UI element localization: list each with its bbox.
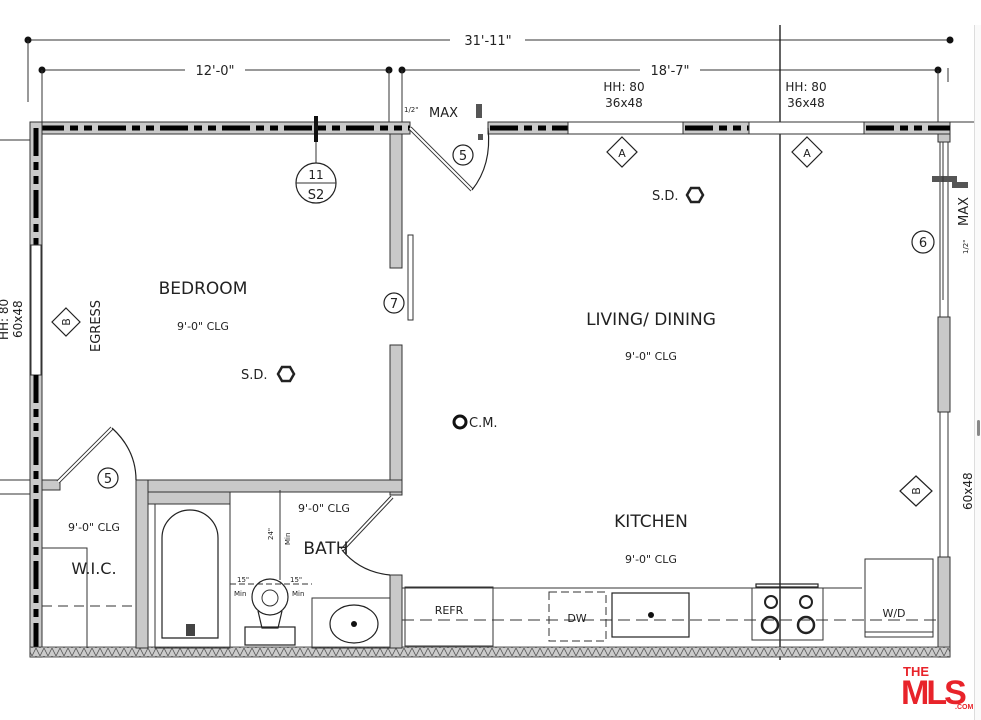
kitchen-sink — [611, 592, 690, 638]
ceiling-kitchen: 9'-0" CLG — [625, 553, 677, 566]
clearance-min-right: Min — [292, 590, 304, 598]
washer-dryer: W/D — [864, 558, 934, 638]
toilet: 24" Min 15" Min 15" Min — [230, 490, 312, 646]
window-a1: HH: 80 36x48 A — [603, 80, 645, 168]
window-head-height: HH: 80 — [0, 299, 11, 340]
threshold-max-label: MAX — [429, 106, 458, 121]
window-tag: B — [60, 318, 73, 326]
door-wic: 5 — [56, 426, 137, 489]
living-width-label: 18'-7" — [650, 64, 689, 79]
dimension-overall: 31'-11" — [24, 34, 954, 102]
washer-dryer-label: W/D — [882, 607, 905, 620]
door-tag-entry: 5 — [459, 149, 467, 164]
refrigerator: REFR — [404, 586, 494, 647]
door-entry: MAX 1/2" 5 — [404, 104, 490, 192]
threshold-fraction-label: 1/2" — [404, 106, 419, 114]
door-tag-side: 6 — [919, 236, 927, 251]
bathtub — [154, 503, 231, 649]
svg-text:MLS: MLS — [901, 674, 966, 712]
clearance-front-label: 24" — [267, 528, 275, 540]
clearance-min-label: Min — [284, 533, 292, 545]
smoke-detector-bedroom: S.D. — [241, 365, 296, 383]
door-tag-closet: 7 — [390, 297, 398, 312]
room-label-living: LIVING/ DINING — [586, 310, 716, 330]
window-tag: A — [618, 147, 626, 160]
dishwasher-label: DW — [567, 612, 586, 625]
room-label-wic: W.I.C. — [71, 559, 116, 578]
door-side: 6 MAX 1/2" — [911, 142, 972, 300]
overall-width-label: 31'-11" — [464, 34, 511, 49]
door-bath — [340, 495, 394, 576]
bath-sink — [311, 597, 391, 649]
dishwasher: DW — [548, 591, 607, 642]
door-closet-tag: 7 — [383, 292, 405, 314]
section-marker: 11 S2 — [295, 116, 337, 204]
interior-walls — [0, 133, 414, 649]
svg-text:.COM: .COM — [955, 704, 973, 711]
ceiling-bath: 9'-0" CLG — [298, 502, 350, 515]
window-tag: B — [910, 487, 923, 495]
smoke-detector-label: S.D. — [652, 189, 679, 204]
window-size: 60x48 — [961, 472, 975, 510]
ceiling-wic: 9'-0" CLG — [68, 521, 120, 534]
window-tag: A — [803, 147, 811, 160]
window-b-left: HH: 80 60x48 B EGRESS — [0, 299, 104, 352]
room-label-bath: BATH — [303, 539, 348, 559]
section-number: 11 — [308, 168, 323, 182]
smoke-detector-label: S.D. — [241, 368, 268, 383]
co-monitor-label: C.M. — [469, 416, 498, 431]
window-size: 60x48 — [11, 300, 25, 338]
exterior-walls — [29, 121, 951, 658]
section-sheet: S2 — [308, 188, 325, 203]
window-head-height: HH: 80 — [603, 80, 644, 94]
window-size: 36x48 — [787, 96, 825, 110]
window-b-right: B 60x48 — [899, 472, 975, 510]
door-tag-wic: 5 — [104, 472, 112, 487]
clearance-min-left: Min — [234, 590, 246, 598]
ceiling-living: 9'-0" CLG — [625, 350, 677, 363]
room-label-kitchen: KITCHEN — [614, 512, 688, 532]
bedroom-width-label: 12'-0" — [195, 64, 234, 79]
mls-logo: THE MLS .COM — [901, 664, 973, 712]
room-label-bedroom: BEDROOM — [159, 279, 248, 299]
range — [751, 583, 824, 641]
threshold-side-label: MAX — [957, 197, 972, 226]
dimension-bedroom: 12'-0" — [38, 64, 393, 125]
ceiling-bedroom: 9'-0" CLG — [177, 320, 229, 333]
co-monitor: C.M. — [452, 414, 498, 431]
refrigerator-label: REFR — [435, 604, 464, 617]
svg-text:THE: THE — [903, 664, 929, 679]
threshold-side-fraction: 1/2" — [962, 240, 970, 255]
egress-label: EGRESS — [89, 300, 104, 352]
clearance-side-label-left: 15" — [237, 576, 249, 584]
scrollbar[interactable] — [974, 25, 981, 720]
dimension-living: 18'-7" — [398, 64, 942, 125]
window-a2: HH: 80 36x48 A — [785, 80, 827, 168]
wic-shelving — [42, 547, 136, 648]
clearance-side-label-right: 15" — [290, 576, 302, 584]
smoke-detector-living: S.D. — [652, 186, 705, 204]
window-head-height: HH: 80 — [785, 80, 826, 94]
window-size: 36x48 — [605, 96, 643, 110]
scroll-thumb[interactable] — [977, 420, 980, 436]
